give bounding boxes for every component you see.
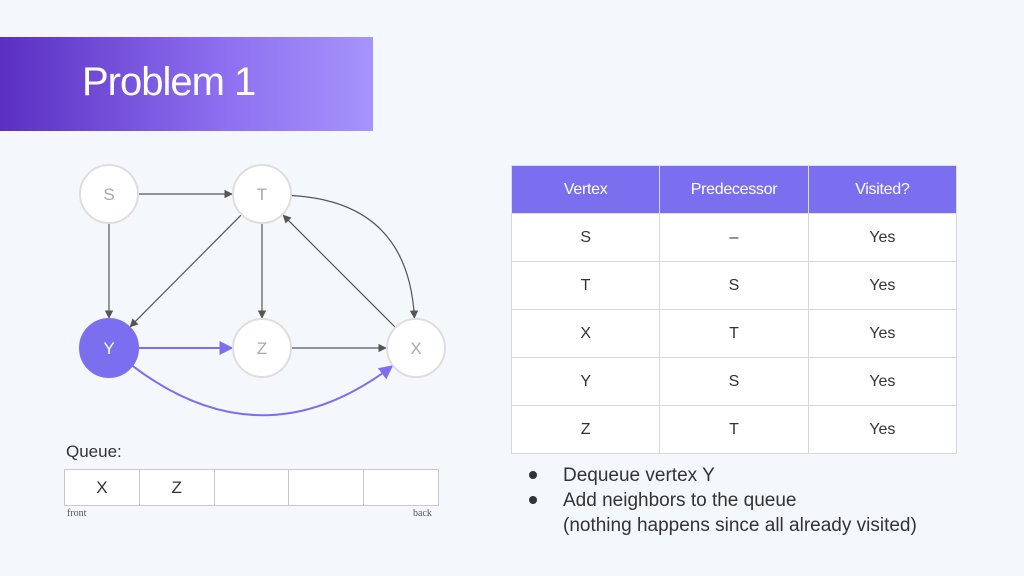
edge-t-x [290,194,419,319]
bfs-table: Vertex Predecessor Visited? S – Yes T S … [510,165,958,454]
node-x: X [386,318,446,378]
queue-label: Queue: [66,442,122,461]
node-circle [232,164,292,224]
node-label: S [103,185,114,204]
node-s: S [79,164,139,224]
table-row: X T Yes [510,309,958,358]
node-t: T [232,164,292,224]
node-circle [79,318,139,378]
queue-cell [364,470,438,505]
node-z: Z [232,318,292,378]
cell-vertex: S [510,213,661,262]
queue-front-label: front [67,508,87,519]
queue-back-label: back [413,508,432,519]
node-label: T [257,185,267,204]
bullet-text: Add neighbors to the queue [563,490,797,511]
table-row: Y S Yes [510,357,958,406]
queue-cell: X [65,470,140,505]
node-y: Y [79,318,139,378]
cell-visited: Yes [807,213,958,262]
edges-layer [104,189,419,417]
bullet-item: Add neighbors to the queue (nothing happ… [528,488,917,538]
node-label: Y [103,339,114,358]
cell-visited: Yes [807,261,958,310]
cell-vertex: T [510,261,661,310]
node-label: X [410,339,421,358]
node-circle [79,164,139,224]
bullet-dot [529,471,537,479]
queue-box: X Z [64,469,439,506]
edge-x-t [282,214,396,328]
queue-cell: Z [140,470,215,505]
edge-t-y [129,214,242,328]
bullet-dot [529,496,537,504]
cell-visited: Yes [807,357,958,406]
slide-title: Problem 1 [82,60,256,104]
bullet-item: Dequeue vertex Y [528,463,917,488]
nodes-layer: S T Y Z X [79,164,446,378]
cell-visited: Yes [807,405,958,454]
table-row: S – Yes [510,213,958,262]
bullet-text: Dequeue vertex Y [563,465,715,486]
node-circle [386,318,446,378]
node-label: Z [257,339,267,358]
cell-predecessor: T [659,405,809,454]
cell-vertex: Z [510,405,661,454]
table-row: T S Yes [510,261,958,310]
cell-predecessor: S [659,357,809,406]
cell-predecessor: S [659,261,809,310]
table-header-row: Vertex Predecessor Visited? [510,165,958,214]
title-banner [0,37,373,131]
bullet-subtext: (nothing happens since all already visit… [563,515,917,536]
cell-visited: Yes [807,309,958,358]
node-circle [232,318,292,378]
cell-predecessor: T [659,309,809,358]
cell-predecessor: – [659,213,809,262]
header-visited: Visited? [807,165,958,214]
header-predecessor: Predecessor [659,165,809,214]
queue-cell [289,470,365,505]
queue-cell [215,470,290,505]
header-vertex: Vertex [510,165,661,214]
cell-vertex: Y [510,357,661,406]
notes-list: Dequeue vertex Y Add neighbors to the qu… [528,463,917,538]
cell-vertex: X [510,309,661,358]
table-row: Z T Yes [510,405,958,454]
edge-y-x [131,364,394,417]
